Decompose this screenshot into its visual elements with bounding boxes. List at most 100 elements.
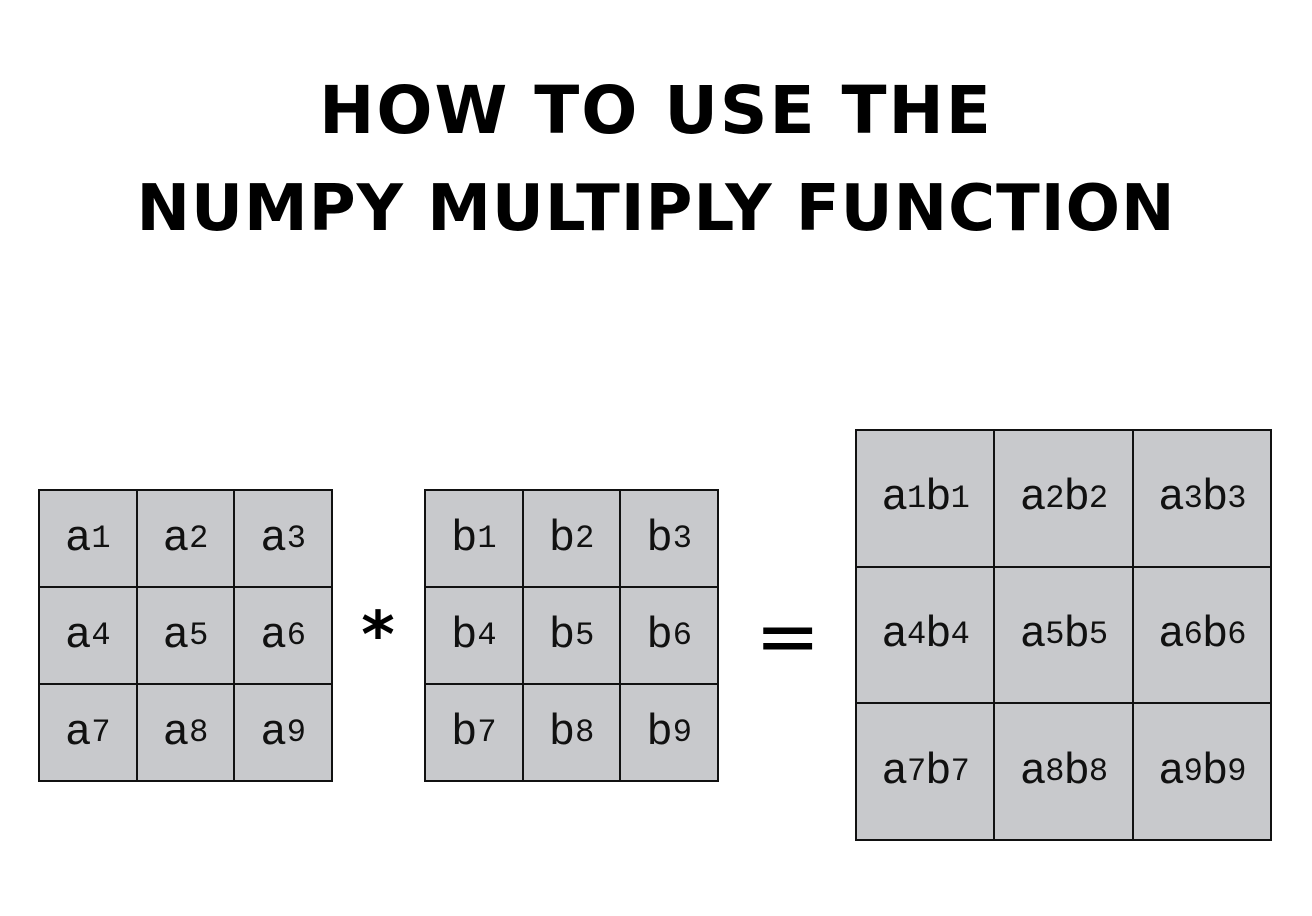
matrix-a-cell-subscript: 1 (91, 520, 111, 557)
matrix-a-cell-base: a (65, 610, 92, 661)
matrix-b-cell-subscript: 9 (672, 714, 692, 751)
matrix-b-cell-base: b (451, 610, 478, 661)
result-cell-b: b (925, 746, 951, 797)
matrix-a-cell-subscript: 7 (91, 714, 111, 751)
matrix-a-cell-base: a (162, 610, 190, 661)
result-cell-b: b (1063, 473, 1089, 524)
result-cell-a-subscript: 4 (906, 616, 926, 654)
result-cell-b: b (1201, 746, 1228, 797)
matrix-b-cell-subscript: 8 (575, 714, 595, 751)
result-cell-a: a (1019, 473, 1046, 524)
matrix-b-cell-base: b (548, 513, 576, 564)
matrix-a-cell-subscript: 4 (91, 617, 111, 654)
result-cell-a: a (1158, 746, 1184, 797)
matrix-b-cell-base: b (548, 707, 576, 758)
matrix-a-cell-subscript: 2 (189, 520, 209, 557)
result-cell-a: a (1158, 473, 1184, 524)
result-cell-a-subscript: 8 (1045, 753, 1064, 791)
result-cell-b: b (1201, 609, 1228, 660)
matrix-a-cell-subscript: 5 (189, 617, 209, 654)
result-cell-a: a (881, 746, 908, 797)
matrix-a-cell-base: a (65, 707, 92, 758)
matrix-b-cell-subscript: 6 (672, 617, 692, 654)
matrix-b-cell-base: b (646, 513, 673, 564)
matrix-b-cell-subscript: 3 (672, 520, 692, 557)
result-cell-a: a (1158, 609, 1184, 660)
result-cell-b-subscript: 1 (950, 479, 970, 517)
matrix-b-cell-base: b (548, 610, 576, 661)
result-cell-b-subscript: 4 (950, 616, 970, 654)
result-cell-b-subscript: 3 (1227, 479, 1246, 517)
result-cell-b-subscript: 8 (1088, 753, 1108, 791)
matrix-b-cell-base: b (646, 707, 673, 758)
title-line-1: HOW TO USE THE (319, 72, 993, 149)
result-cell-a-subscript: 3 (1183, 479, 1203, 517)
matrix-a-cell-subscript: 3 (286, 520, 306, 557)
matrix-b-cell-subscript: 2 (575, 520, 595, 557)
result-cell-a: a (1019, 746, 1046, 797)
matrix-a-cell-subscript: 9 (286, 714, 306, 751)
matrix-a-cell-base: a (260, 513, 287, 564)
result-cell-a-subscript: 7 (906, 753, 926, 791)
multiply-operator: * (361, 599, 395, 673)
title-line-2: NUMPY MULTIPLY FUNCTION (136, 172, 1176, 246)
result-cell-a-subscript: 6 (1183, 616, 1203, 654)
result-cell-a-subscript: 9 (1183, 753, 1203, 791)
result-cell-a-subscript: 2 (1045, 479, 1064, 517)
page-title: HOW TO USE THE NUMPY MULTIPLY FUNCTION (0, 62, 1312, 258)
matrix-b-cell-subscript: 5 (575, 617, 595, 654)
equals-operator: = (755, 592, 821, 682)
result-cell-b-subscript: 5 (1088, 616, 1108, 654)
result-cell-a: a (881, 473, 908, 524)
matrix-a-cell-base: a (162, 707, 190, 758)
result-cell-b: b (1063, 609, 1089, 660)
matrix-a-cell-subscript: 8 (189, 714, 209, 751)
result-cell-b: b (1201, 473, 1228, 524)
result-cell-b-subscript: 7 (950, 753, 970, 791)
matrix-a-cell-base: a (260, 707, 287, 758)
result-cell-b: b (925, 473, 951, 524)
matrix-b-cell-base: b (646, 610, 673, 661)
result-cell-b-subscript: 2 (1088, 479, 1108, 517)
result-cell-a: a (1019, 609, 1046, 660)
result-cell-a: a (881, 609, 908, 660)
matrix-b-cell-base: b (451, 513, 478, 564)
result-cell-a-subscript: 1 (906, 479, 926, 517)
matrix-b-cell-subscript: 1 (477, 520, 497, 557)
matrix-b-cell-subscript: 7 (477, 714, 497, 751)
result-cell-b-subscript: 6 (1227, 616, 1246, 654)
matrix-a-cell-base: a (260, 610, 287, 661)
result-cell-b: b (925, 609, 951, 660)
matrix-a-cell-subscript: 6 (286, 617, 306, 654)
result-cell-b-subscript: 9 (1227, 753, 1246, 791)
